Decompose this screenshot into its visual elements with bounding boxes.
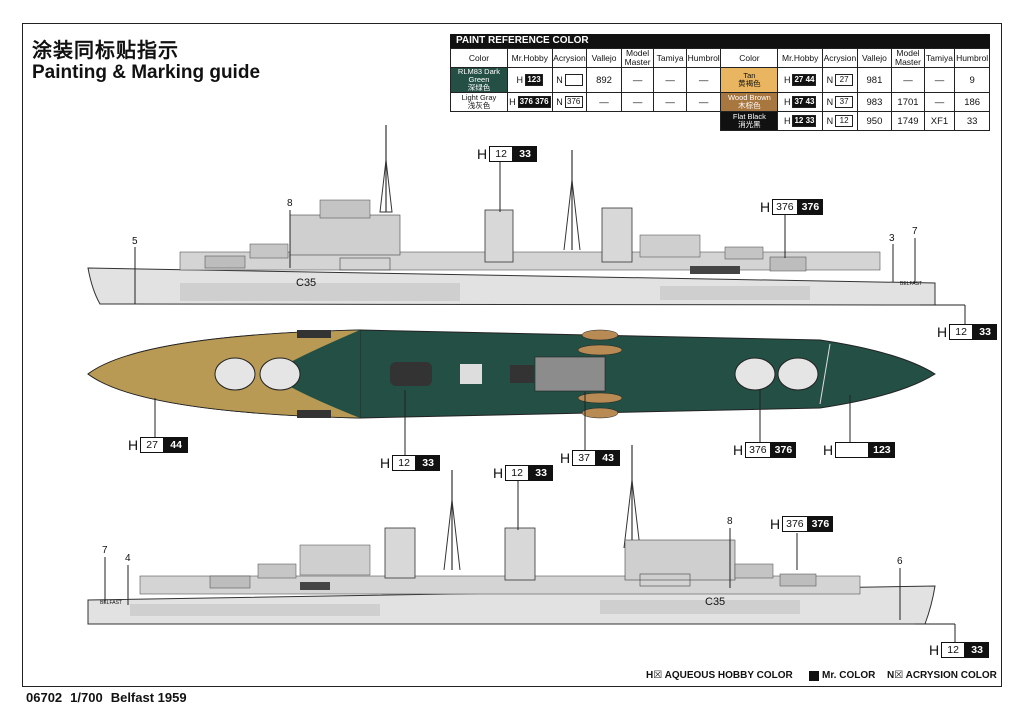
decal-number: 7 — [912, 226, 918, 237]
leader-lines — [104, 162, 966, 642]
hull-pennant-top: C35 — [296, 277, 317, 289]
col-vallejo-2: Vallejo — [856, 48, 893, 68]
legend-hobby: H☒ AQUEOUS HOBBY COLOR — [646, 670, 793, 681]
decal-number: 7 — [102, 545, 108, 556]
decal-number: 8 — [727, 516, 733, 527]
decal-number: 5 — [132, 236, 138, 247]
decal-number: 4 — [125, 553, 131, 564]
ship-plan-view — [87, 329, 936, 419]
stern-name-bottom: BELFAST — [100, 600, 122, 606]
decal-number: 6 — [897, 556, 903, 567]
decal-number: 8 — [287, 198, 293, 209]
stern-name-top: BELFAST — [900, 281, 922, 287]
ship-side-view-starboard — [87, 125, 936, 306]
paint-reference-table: PAINT REFERENCE COLOR Color Mr.Hobby Acr… — [450, 34, 990, 131]
reference-header-row: Color Mr.Hobby Acrysion Vallejo Model Ma… — [450, 48, 990, 68]
title-chinese: 涂装同标贴指示 — [32, 38, 179, 62]
legend-acrysion: N☒ ACRYSION COLOR — [887, 670, 997, 681]
reference-grid: Color Mr.Hobby Acrysion Vallejo Model Ma… — [450, 48, 990, 131]
title-english: Painting & Marking guide — [32, 62, 261, 83]
reference-heading: PAINT REFERENCE COLOR — [450, 34, 990, 48]
page-frame — [22, 23, 1002, 687]
hull-pennant-bottom: C35 — [705, 596, 726, 608]
decal-number: 3 — [889, 233, 895, 244]
mr-color-icon — [809, 670, 819, 681]
hcode: 123 — [525, 74, 544, 86]
legend-mr-color: Mr. COLOR — [806, 670, 875, 681]
